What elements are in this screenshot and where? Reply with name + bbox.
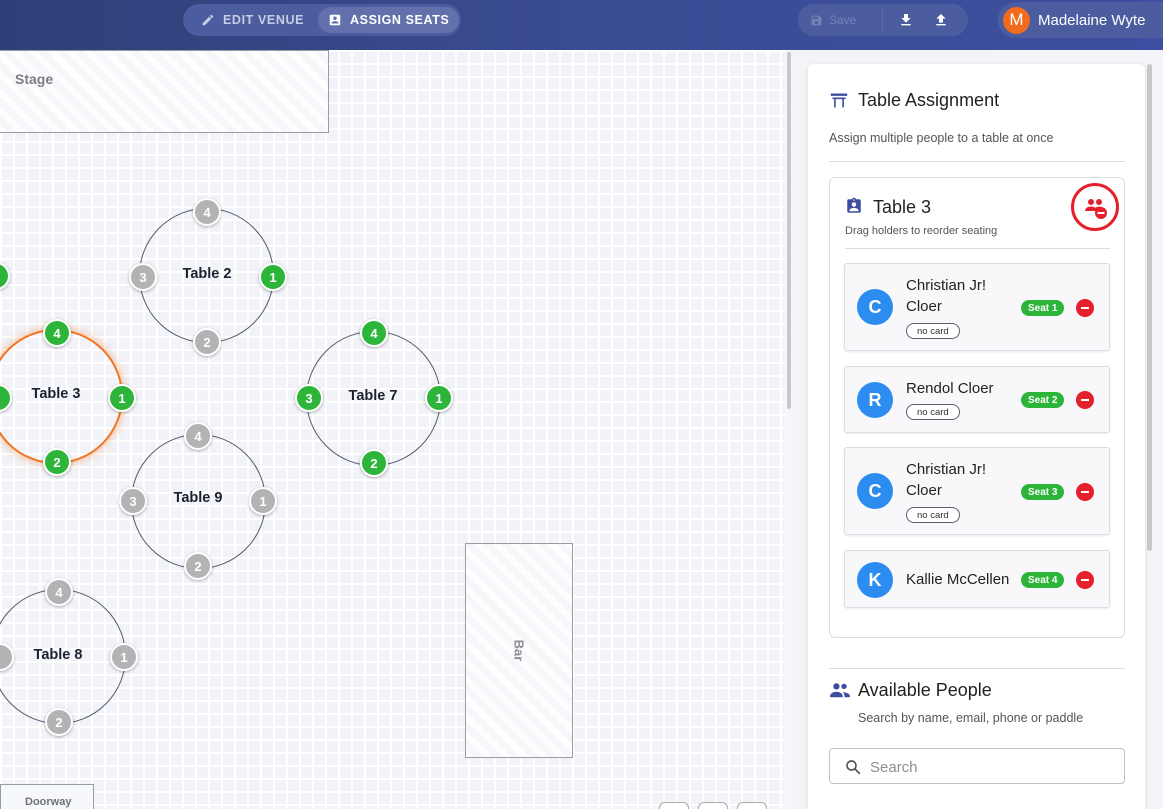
search-icon — [846, 760, 861, 775]
save-button[interactable]: Save — [810, 10, 856, 30]
download-icon — [901, 14, 911, 26]
download-button[interactable] — [896, 10, 916, 30]
divider — [829, 668, 1125, 669]
bar-label: Bar — [511, 639, 527, 662]
remove-person-button[interactable] — [1076, 483, 1094, 501]
table-label: Table 7 — [348, 388, 398, 404]
table-label: Table 2 — [182, 266, 232, 282]
bar-area[interactable]: Bar — [465, 543, 573, 758]
doorway-area[interactable]: Doorway — [0, 784, 94, 809]
seat[interactable]: 2 — [193, 328, 221, 356]
divider — [829, 161, 1125, 162]
available-subtitle: Search by name, email, phone or paddle — [858, 711, 1084, 725]
person-name: Christian Jr! Cloer — [906, 461, 987, 499]
people-icon — [830, 683, 850, 698]
panel-subtitle: Assign multiple people to a table at onc… — [829, 131, 1054, 145]
table-icon — [830, 93, 848, 108]
search-input[interactable] — [870, 755, 1110, 779]
assigned-person-card[interactable]: K Kallie McCellen Seat 4 — [844, 550, 1110, 608]
assign-seats-label: ASSIGN SEATS — [350, 13, 450, 27]
assigned-person-card[interactable]: C Christian Jr! Cloer no card Seat 3 — [844, 447, 1110, 535]
card-chip: no card — [906, 404, 960, 420]
zoom-control[interactable] — [737, 802, 767, 809]
assigned-person-card[interactable]: R Rendol Cloer no card Seat 2 — [844, 366, 1110, 433]
seat-badge: Seat 4 — [1021, 572, 1065, 588]
stage-area[interactable]: Stage — [0, 50, 329, 133]
user-menu[interactable]: M Madelaine Wyte — [998, 2, 1163, 38]
person-badge-icon — [329, 14, 341, 26]
seat[interactable]: 2 — [360, 449, 388, 477]
venue-canvas[interactable]: Stage Table 2 1 2 3 4 Table 3 1 2 4 Tabl… — [0, 50, 785, 809]
doorway-label: Doorway — [25, 796, 72, 808]
panel-scrollbar[interactable] — [1146, 64, 1154, 809]
person-avatar: R — [857, 382, 893, 418]
edit-venue-button[interactable]: EDIT VENUE — [191, 7, 314, 33]
save-icon — [811, 15, 822, 25]
upload-icon — [936, 14, 946, 26]
person-avatar: C — [857, 473, 893, 509]
seat[interactable]: 4 — [193, 198, 221, 226]
zoom-control[interactable] — [659, 802, 689, 809]
seat[interactable]: 2 — [45, 708, 73, 736]
table-card-hint: Drag holders to reorder seating — [845, 225, 998, 237]
table-label: Table 3 — [31, 386, 81, 402]
seat[interactable]: 1 — [108, 384, 136, 412]
seat-badge: Seat 3 — [1021, 484, 1065, 500]
separator — [882, 8, 883, 32]
seat[interactable]: 1 — [249, 487, 277, 515]
seat[interactable]: 4 — [184, 422, 212, 450]
edit-venue-label: EDIT VENUE — [223, 13, 305, 27]
card-chip: no card — [906, 323, 960, 339]
seat[interactable]: 4 — [45, 578, 73, 606]
seat[interactable]: 4 — [360, 319, 388, 347]
remove-person-button[interactable] — [1076, 391, 1094, 409]
user-name: Madelaine Wyte — [1038, 11, 1146, 29]
seat[interactable]: 1 — [425, 384, 453, 412]
seat[interactable]: 1 — [110, 643, 138, 671]
remove-all-button[interactable] — [1071, 183, 1119, 231]
table-label: Table 9 — [173, 490, 223, 506]
panel-title: Table Assignment — [858, 90, 1000, 110]
clipboard-person-icon — [847, 197, 861, 213]
stage-label: Stage — [15, 71, 54, 87]
scrollbar-thumb[interactable] — [1147, 64, 1152, 551]
seat[interactable]: 3 — [295, 384, 323, 412]
table-card — [829, 177, 1125, 638]
table-label: Table 8 — [33, 647, 83, 663]
remove-person-button[interactable] — [1076, 299, 1094, 317]
card-chip: no card — [906, 507, 960, 523]
avatar: M — [1003, 6, 1030, 34]
top-bar: EDIT VENUE ASSIGN SEATS Save M Madelaine… — [0, 0, 1163, 50]
assign-seats-button[interactable]: ASSIGN SEATS — [318, 7, 460, 33]
divider — [845, 248, 1110, 249]
upload-button[interactable] — [931, 10, 951, 30]
seat-partial[interactable] — [0, 262, 10, 290]
seat[interactable]: 3 — [119, 487, 147, 515]
scrollbar-thumb[interactable] — [787, 52, 791, 409]
file-actions: Save — [798, 4, 968, 36]
seat[interactable]: 3 — [129, 263, 157, 291]
canvas-scrollbar[interactable] — [785, 50, 793, 809]
table-card-title: Table 3 — [873, 197, 932, 217]
save-label: Save — [829, 13, 857, 27]
seat-badge: Seat 2 — [1021, 392, 1065, 408]
mode-toggle: EDIT VENUE ASSIGN SEATS — [183, 4, 461, 36]
person-name: Rendol Cloer — [906, 380, 994, 397]
remove-person-button[interactable] — [1076, 571, 1094, 589]
seat-badge: Seat 1 — [1021, 300, 1065, 316]
assigned-person-card[interactable]: C Christian Jr! Cloer no card Seat 1 — [844, 263, 1110, 351]
seat[interactable]: 2 — [43, 448, 71, 476]
available-title: Available People — [858, 680, 992, 700]
zoom-control[interactable] — [698, 802, 728, 809]
person-avatar: K — [857, 562, 893, 598]
search-field[interactable] — [829, 748, 1125, 784]
seat[interactable]: 1 — [259, 263, 287, 291]
person-avatar: C — [857, 289, 893, 325]
seat[interactable]: 2 — [184, 552, 212, 580]
group-remove-icon — [1085, 199, 1107, 219]
pencil-icon — [202, 14, 214, 26]
person-name: Christian Jr! Cloer — [906, 277, 987, 315]
seat[interactable]: 4 — [43, 319, 71, 347]
person-name: Kallie McCellen — [906, 571, 1010, 588]
